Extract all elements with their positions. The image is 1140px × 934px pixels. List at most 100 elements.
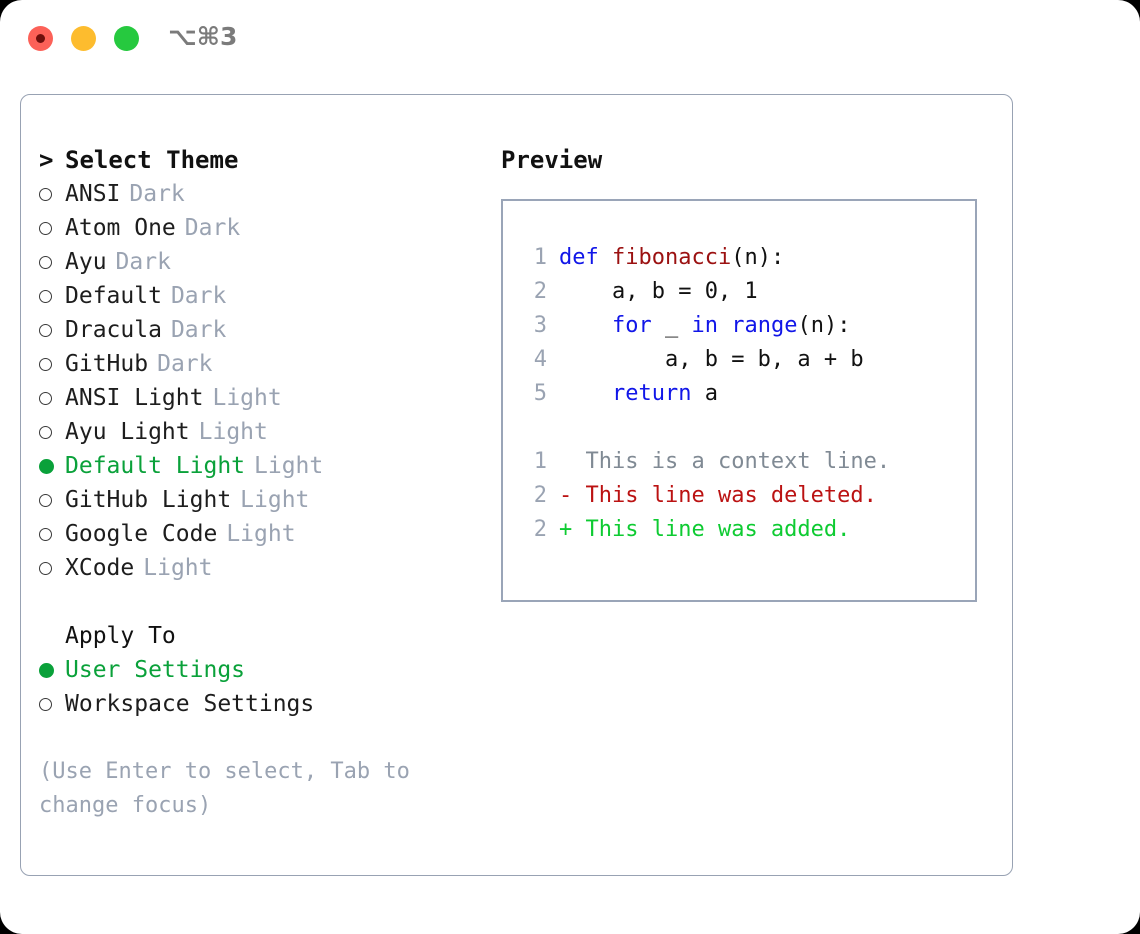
theme-option-label: ANSI bbox=[65, 181, 121, 207]
code-line-content: return a bbox=[559, 377, 718, 411]
radio-glyph bbox=[39, 458, 54, 474]
theme-option-tag: Light bbox=[198, 419, 268, 445]
diff-sign bbox=[559, 449, 572, 474]
diff-line: 2+ This line was added. bbox=[521, 513, 965, 547]
radio-unselected-icon bbox=[39, 347, 65, 381]
radio-unselected-icon bbox=[39, 177, 65, 211]
theme-option-tag: Light bbox=[212, 385, 282, 411]
radio-unselected-icon bbox=[39, 211, 65, 245]
radio-unselected-icon bbox=[39, 279, 65, 313]
radio-glyph bbox=[39, 527, 52, 541]
theme-option-default-light[interactable]: Default Light Light bbox=[39, 449, 489, 483]
diff-sample: 1 This is a context line.2- This line wa… bbox=[521, 445, 965, 547]
theme-option-ayu[interactable]: Ayu Dark bbox=[39, 245, 489, 279]
theme-option-label: Default Light bbox=[65, 453, 246, 479]
keyboard-hint: (Use Enter to select, Tab to change focu… bbox=[39, 759, 424, 818]
theme-option-label: GitHub Light bbox=[65, 487, 232, 513]
apply-to-header: Apply To bbox=[65, 623, 176, 649]
diff-line-number: 1 bbox=[533, 449, 547, 474]
radio-unselected-icon bbox=[39, 313, 65, 347]
code-token-kw: def bbox=[559, 245, 599, 270]
apply-to-option-workspace-settings[interactable]: Workspace Settings bbox=[39, 687, 489, 721]
code-token-kw: in bbox=[691, 313, 718, 338]
theme-option-tag: Light bbox=[254, 453, 324, 479]
radio-glyph bbox=[39, 323, 52, 337]
theme-option-tag: Dark bbox=[115, 249, 171, 275]
code-token-kw: for bbox=[611, 313, 652, 338]
diff-line-content: This is a context line. bbox=[559, 445, 891, 479]
diff-line-content: - This line was deleted. bbox=[559, 479, 877, 513]
theme-option-tag: Light bbox=[240, 487, 310, 513]
diff-line-number: 2 bbox=[533, 483, 547, 508]
window-controls bbox=[28, 26, 139, 51]
theme-option-label: XCode bbox=[65, 555, 135, 581]
theme-option-label: Ayu bbox=[65, 249, 107, 275]
theme-option-tag: Dark bbox=[157, 351, 213, 377]
code-token-fn: fibonacci bbox=[612, 245, 732, 270]
code-token-txt: a, b = b, a + b bbox=[664, 347, 864, 372]
code-token-txt: (n): bbox=[731, 245, 785, 270]
code-token-txt: a bbox=[691, 381, 718, 406]
apply-to-option-user-settings[interactable]: User Settings bbox=[39, 653, 489, 687]
code-line-number: 1 bbox=[533, 245, 547, 270]
code-line-content: def fibonacci(n): bbox=[559, 241, 784, 275]
radio-selected-icon bbox=[39, 653, 65, 687]
diff-line: 1 This is a context line. bbox=[521, 445, 965, 479]
theme-option-atom-one[interactable]: Atom One Dark bbox=[39, 211, 489, 245]
radio-unselected-icon bbox=[39, 551, 65, 585]
radio-unselected-icon bbox=[39, 483, 65, 517]
theme-option-tag: Dark bbox=[184, 215, 241, 241]
code-token-kw: range bbox=[731, 313, 798, 338]
radio-glyph bbox=[39, 289, 52, 303]
radio-unselected-icon bbox=[39, 517, 65, 551]
minimize-button[interactable] bbox=[71, 26, 96, 51]
code-token-txt: a, b = 0, 1 bbox=[611, 279, 758, 304]
apply-to-option-label: Workspace Settings bbox=[65, 691, 315, 717]
title-bar: ⌥⌘3 bbox=[0, 0, 1140, 78]
theme-option-tag: Dark bbox=[170, 283, 227, 309]
caret-icon: > bbox=[39, 146, 54, 174]
code-spacer bbox=[521, 411, 965, 445]
theme-option-default[interactable]: Default Dark bbox=[39, 279, 489, 313]
diff-text: This line was added. bbox=[585, 517, 851, 542]
window-title-shortcut: ⌥⌘3 bbox=[168, 22, 238, 51]
radio-glyph bbox=[39, 255, 52, 269]
theme-option-label: Default bbox=[65, 283, 162, 309]
radio-glyph bbox=[39, 493, 52, 507]
code-line: 3 for _ in range(n): bbox=[521, 309, 965, 343]
diff-line-content: + This line was added. bbox=[559, 513, 850, 547]
theme-option-label: Dracula bbox=[65, 317, 162, 343]
code-line-number: 3 bbox=[533, 313, 547, 338]
radio-glyph bbox=[39, 425, 52, 439]
theme-option-tag: Dark bbox=[170, 317, 227, 343]
close-button[interactable] bbox=[28, 26, 53, 51]
diff-sign: + bbox=[559, 517, 573, 542]
diff-text: This is a context line. bbox=[585, 449, 891, 474]
radio-glyph bbox=[39, 357, 52, 371]
theme-option-dracula[interactable]: Dracula Dark bbox=[39, 313, 489, 347]
radio-glyph bbox=[39, 187, 52, 201]
diff-sign: - bbox=[559, 483, 573, 508]
code-token-txt: (n): bbox=[797, 313, 851, 338]
maximize-button[interactable] bbox=[114, 26, 139, 51]
select-theme-header: > Select Theme bbox=[39, 143, 489, 177]
theme-option-label: Atom One bbox=[65, 215, 176, 241]
code-line: 5 return a bbox=[521, 377, 965, 411]
radio-glyph bbox=[39, 221, 52, 235]
radio-glyph bbox=[39, 662, 54, 678]
theme-option-github-light[interactable]: GitHub Light Light bbox=[39, 483, 489, 517]
radio-glyph bbox=[39, 391, 52, 405]
